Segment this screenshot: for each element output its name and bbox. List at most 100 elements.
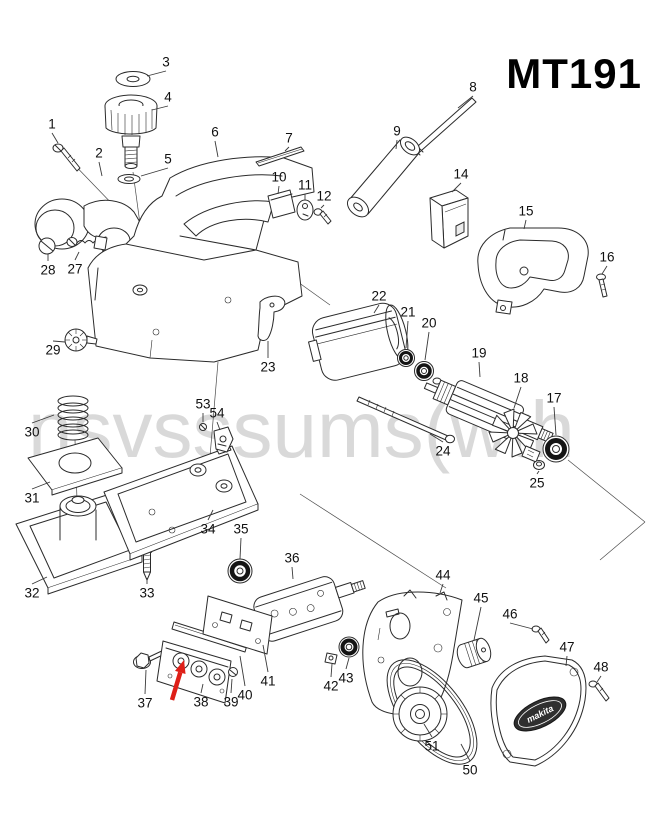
part-number-label-54: 54 (209, 406, 225, 421)
part-number-label-29: 29 (45, 343, 60, 358)
part-number-label-33: 33 (139, 586, 154, 601)
leader-line-48 (596, 675, 602, 683)
leader-line-46 (509, 622, 534, 630)
part-48-screw-drawing (588, 680, 610, 702)
part-number-label-36: 36 (284, 551, 299, 566)
part-22-motor-stator-drawing (308, 302, 409, 381)
red-arrow-head (174, 660, 186, 675)
part-43-bearing-drawing (338, 636, 360, 658)
part-number-label-24: 24 (435, 444, 451, 459)
part-number-label-22: 22 (371, 289, 386, 304)
leader-line-3 (146, 70, 167, 77)
part-number-label-5: 5 (164, 152, 172, 167)
part-number-label-20: 20 (421, 316, 436, 331)
part-number-label-7: 7 (285, 131, 293, 146)
part-number-label-31: 31 (24, 491, 39, 506)
part-4-knob-drawing (104, 94, 158, 169)
part-number-label-51: 51 (424, 739, 439, 754)
leader-line-32 (31, 576, 48, 585)
part-42-nut-drawing (324, 652, 338, 665)
leader-line-31 (31, 481, 51, 490)
part-51-pulley-large-drawing (392, 686, 448, 742)
part-number-label-47: 47 (559, 640, 574, 655)
part-29-knob-drawing (64, 328, 98, 352)
part-number-label-4: 4 (164, 90, 172, 105)
part-number-label-46: 46 (502, 607, 517, 622)
part-number-label-42: 42 (323, 679, 338, 694)
leader-line-24 (429, 433, 444, 443)
part-number-label-12: 12 (316, 189, 331, 204)
part-number-label-53: 53 (195, 397, 210, 412)
part-6-main-housing-drawing (87, 156, 315, 363)
leader-line-39 (230, 678, 233, 694)
part-number-label-27: 27 (67, 262, 82, 277)
part-12-screw-drawing (313, 208, 332, 225)
part-number-label-48: 48 (593, 660, 608, 675)
part-21-bearing-drawing (397, 349, 415, 367)
part-number-label-32: 32 (24, 586, 39, 601)
part-number-label-1: 1 (48, 117, 56, 132)
leader-line-17 (553, 406, 557, 436)
leader-line-54 (216, 421, 221, 431)
page-title: MT191 (506, 50, 642, 97)
part-32-front-base-drawing (15, 493, 143, 595)
leader-line-34 (207, 509, 214, 521)
part-number-label-3: 3 (162, 55, 170, 70)
leader-line-30 (31, 414, 55, 424)
part-number-label-23: 23 (260, 360, 275, 375)
leader-line-25 (536, 470, 540, 475)
part-number-label-11: 11 (298, 178, 312, 193)
leader-line-47 (565, 655, 568, 667)
part-number-label-44: 44 (435, 568, 451, 583)
leader-line-4 (151, 105, 169, 111)
part-41-backing-plate-drawing (202, 595, 273, 655)
part-1-screw-drawing (52, 143, 81, 172)
leader-line-50 (460, 743, 471, 762)
part-number-label-37: 37 (137, 696, 152, 711)
leader-line-45 (473, 606, 482, 641)
leader-line-9 (395, 139, 398, 150)
leader-line-5 (140, 167, 169, 177)
part-38-blade-clamp-drawing (156, 640, 232, 704)
part-34-base-plate-drawing (103, 443, 259, 561)
part-number-label-21: 21 (400, 305, 415, 320)
part-35-bearing-drawing (227, 558, 253, 584)
part-number-label-16: 16 (599, 250, 614, 265)
leader-line-37 (144, 669, 147, 695)
part-11-cam-drawing (296, 199, 314, 221)
part-number-label-8: 8 (469, 80, 477, 95)
part-53-pin-drawing (199, 423, 207, 431)
leader-line-15 (523, 219, 527, 230)
part-number-label-40: 40 (237, 688, 252, 703)
leader-line-16 (601, 265, 608, 275)
part-9-tube-drawing (346, 136, 421, 218)
part-16-screw-drawing (596, 273, 608, 298)
leader-line-38 (200, 683, 204, 694)
part-23-lever-drawing (257, 295, 286, 341)
makita-logo: makita (513, 696, 567, 732)
part-25-sleeve-drawing (533, 460, 545, 470)
part-number-label-38: 38 (193, 695, 208, 710)
leader-line-42 (330, 663, 333, 678)
part-number-label-43: 43 (338, 671, 353, 686)
part-20-bearing-drawing (414, 361, 442, 385)
leader-line-6 (214, 140, 219, 158)
part-7-blade-strip-drawing (255, 146, 305, 167)
leader-line-29 (52, 340, 66, 343)
part-30-spring-drawing (57, 395, 89, 441)
part-number-label-30: 30 (24, 425, 39, 440)
part-54-latch-drawing (213, 426, 234, 453)
part-number-label-9: 9 (393, 124, 401, 139)
leader-line-40 (239, 655, 246, 687)
part-number-label-41: 41 (260, 674, 275, 689)
part-number-label-14: 14 (453, 167, 469, 182)
leader-line-19 (478, 361, 481, 378)
part-number-label-10: 10 (271, 170, 286, 185)
part-number-label-6: 6 (211, 125, 219, 140)
part-17-bearing-drawing (542, 435, 570, 463)
part-number-label-15: 15 (518, 204, 533, 219)
leader-line-10 (277, 185, 280, 195)
part-27-screw-spring-drawing (66, 235, 108, 251)
